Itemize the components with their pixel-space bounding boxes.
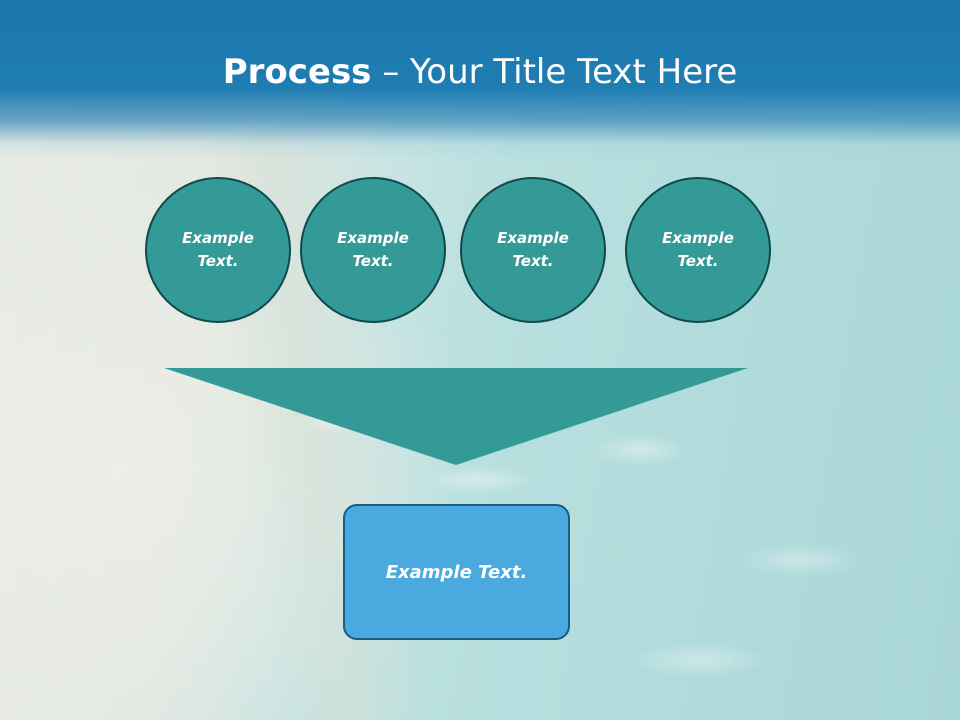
- circle-line1: Example: [182, 229, 254, 247]
- circle-line1: Example: [497, 229, 569, 247]
- circle-line2: Text.: [352, 252, 394, 270]
- circle-line1: Example: [337, 229, 409, 247]
- result-box: Example Text.: [343, 504, 570, 640]
- circle-line1: Example: [662, 229, 734, 247]
- title-rest: – Your Title Text Here: [371, 52, 738, 92]
- title-band: [0, 0, 960, 160]
- funnel-arrow: [164, 368, 748, 465]
- funnel-triangle: [164, 368, 748, 465]
- result-label: Example Text.: [385, 561, 528, 583]
- circle-line2: Text.: [512, 252, 554, 270]
- circle-line2: Text.: [677, 252, 719, 270]
- slide-title: Process – Your Title Text Here: [0, 52, 960, 92]
- title-bold: Process: [222, 52, 372, 92]
- circle-line2: Text.: [197, 252, 239, 270]
